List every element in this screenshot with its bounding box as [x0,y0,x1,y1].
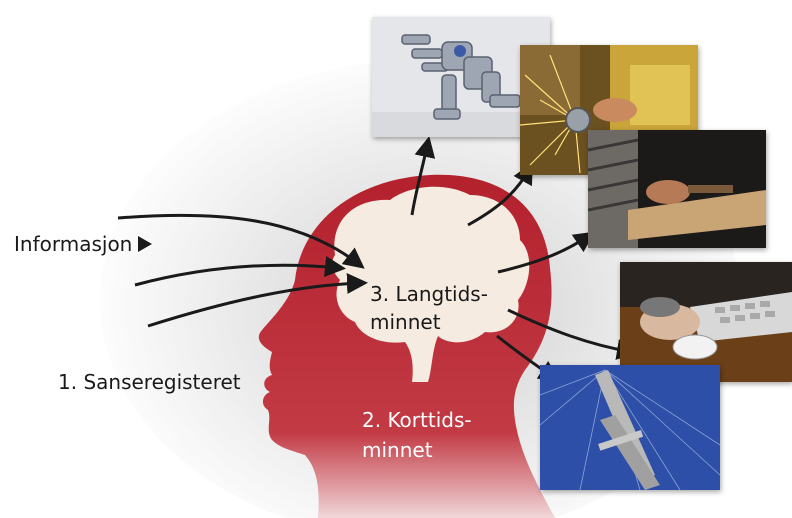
long-term-memory-line-2: minnet [370,308,488,336]
sensory-register-label: 1. Sanseregisteret [58,370,241,394]
information-label-text: Informasjon [14,232,132,256]
long-term-memory-label: 3. Langtids- minnet [370,280,488,336]
bridge-photo [540,365,720,490]
short-term-memory-line-2: minnet [362,435,472,465]
computer-photo [620,262,792,382]
woodwork-photo [588,130,766,248]
right-triangle-icon [138,236,152,252]
long-term-memory-line-1: 3. Langtids- [370,280,488,308]
short-term-memory-line-1: 2. Korttids- [362,405,472,435]
information-label: Informasjon [14,232,152,256]
short-term-memory-label: 2. Korttids- minnet [362,405,472,465]
